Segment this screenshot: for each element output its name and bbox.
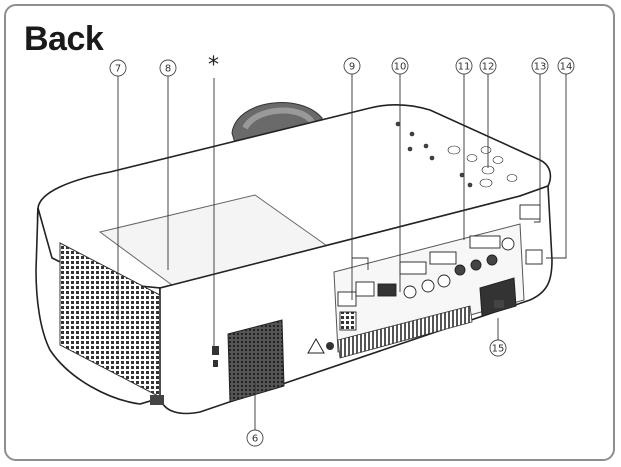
svg-text:14: 14 bbox=[560, 62, 573, 73]
terminal-connectors bbox=[337, 204, 543, 331]
svg-text:9: 9 bbox=[349, 62, 355, 73]
speaker-grille bbox=[227, 319, 285, 403]
svg-text:6: 6 bbox=[252, 434, 258, 445]
warning-labels bbox=[307, 337, 334, 354]
svg-text:10: 10 bbox=[394, 62, 407, 73]
svg-text:15: 15 bbox=[492, 344, 505, 355]
callout-11: 11 bbox=[455, 57, 473, 75]
adjustable-feet bbox=[150, 300, 504, 405]
security-slot bbox=[212, 346, 219, 367]
leader-lines bbox=[117, 72, 567, 430]
svg-text:7: 7 bbox=[115, 64, 121, 75]
callout-7: 7 bbox=[109, 59, 127, 77]
callout-14: 14 bbox=[557, 57, 575, 75]
callout-13: 13 bbox=[531, 57, 549, 75]
callout-10: 10 bbox=[391, 57, 409, 75]
diagram-title: Back bbox=[24, 20, 104, 58]
svg-text:13: 13 bbox=[534, 62, 547, 73]
svg-text:8: 8 bbox=[165, 64, 171, 75]
svg-text:12: 12 bbox=[482, 62, 495, 73]
asterisk-mark: * bbox=[208, 53, 219, 78]
ac-power-socket bbox=[479, 277, 517, 317]
callout-9: 9 bbox=[343, 57, 361, 75]
control-panel-buttons bbox=[395, 121, 518, 188]
callout-15: 15 bbox=[489, 339, 507, 357]
svg-text:11: 11 bbox=[458, 62, 471, 73]
rear-vent-strip bbox=[337, 305, 473, 359]
callout-12: 12 bbox=[479, 57, 497, 75]
callout-8: 8 bbox=[159, 59, 177, 77]
callout-6: 6 bbox=[246, 429, 264, 447]
